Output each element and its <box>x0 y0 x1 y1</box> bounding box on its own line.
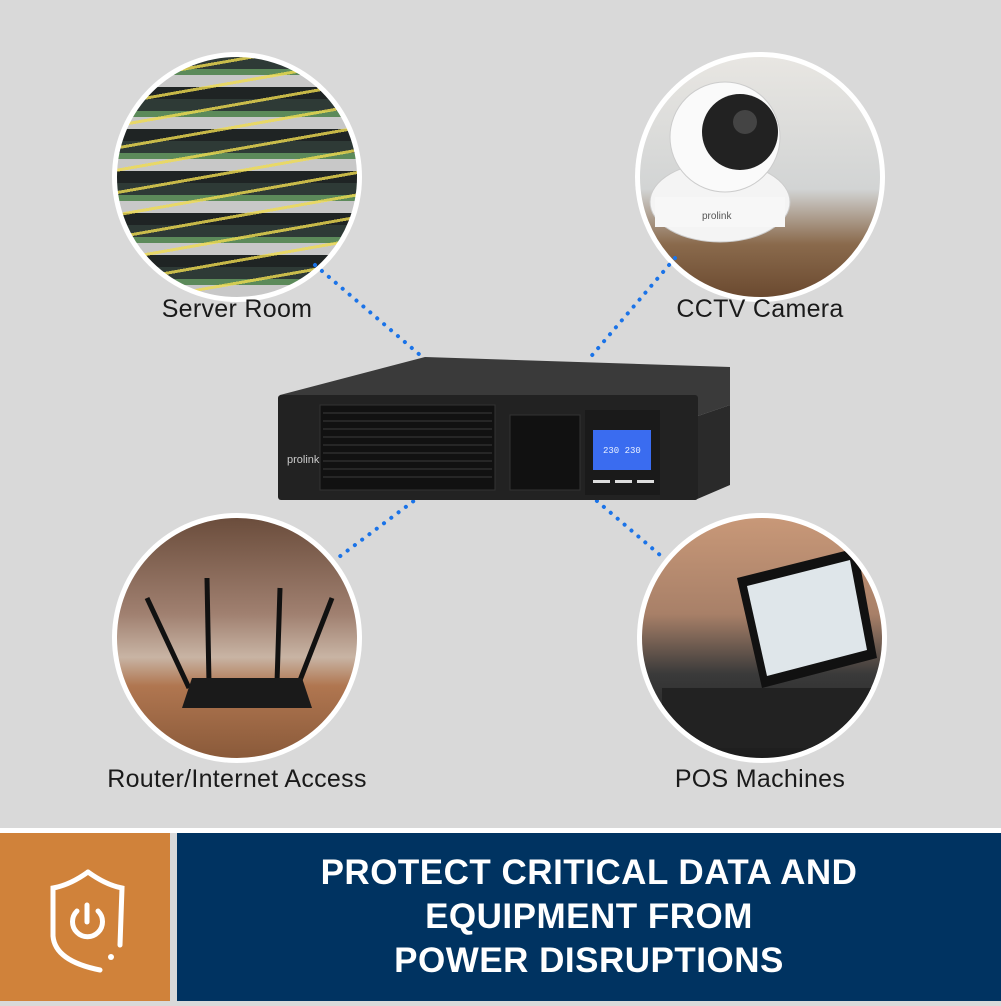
camera-illustration: prolink <box>649 81 791 243</box>
connector-router <box>333 483 437 562</box>
pos-illustration <box>662 548 877 748</box>
router-label: Router/Internet Access <box>107 765 367 793</box>
camera-brand-logo: prolink <box>702 211 732 222</box>
pos-machine-image <box>637 513 887 763</box>
ups-lcd-readout: 230 230 <box>603 446 641 456</box>
shield-power-icon <box>50 869 125 973</box>
router-illustration <box>144 577 335 708</box>
ups-brand-logo: prolink <box>287 454 320 466</box>
banner-icon-panel <box>0 833 170 1001</box>
ups-device-image: 230 230 prolink <box>278 357 730 500</box>
tagline-line-1: PROTECT CRITICAL DATA AND <box>320 853 858 892</box>
connector-pos <box>588 493 662 557</box>
cctv-camera-label: CCTV Camera <box>676 295 844 323</box>
server-room-image <box>112 52 362 302</box>
banner-divider <box>0 828 1001 833</box>
tagline-line-3: POWER DISRUPTIONS <box>394 941 784 980</box>
pos-machines-label: POS Machines <box>674 765 846 793</box>
tagline-banner: PROTECT CRITICAL DATA AND EQUIPMENT FROM… <box>177 833 1001 1001</box>
tagline-line-2: EQUIPMENT FROM <box>425 897 753 936</box>
connector-lines <box>313 256 677 562</box>
connector-cctv <box>586 256 677 362</box>
cctv-camera-image: prolink <box>635 52 885 302</box>
server-room-label: Server Room <box>161 295 313 323</box>
connector-server <box>313 263 422 357</box>
router-image <box>112 513 362 763</box>
